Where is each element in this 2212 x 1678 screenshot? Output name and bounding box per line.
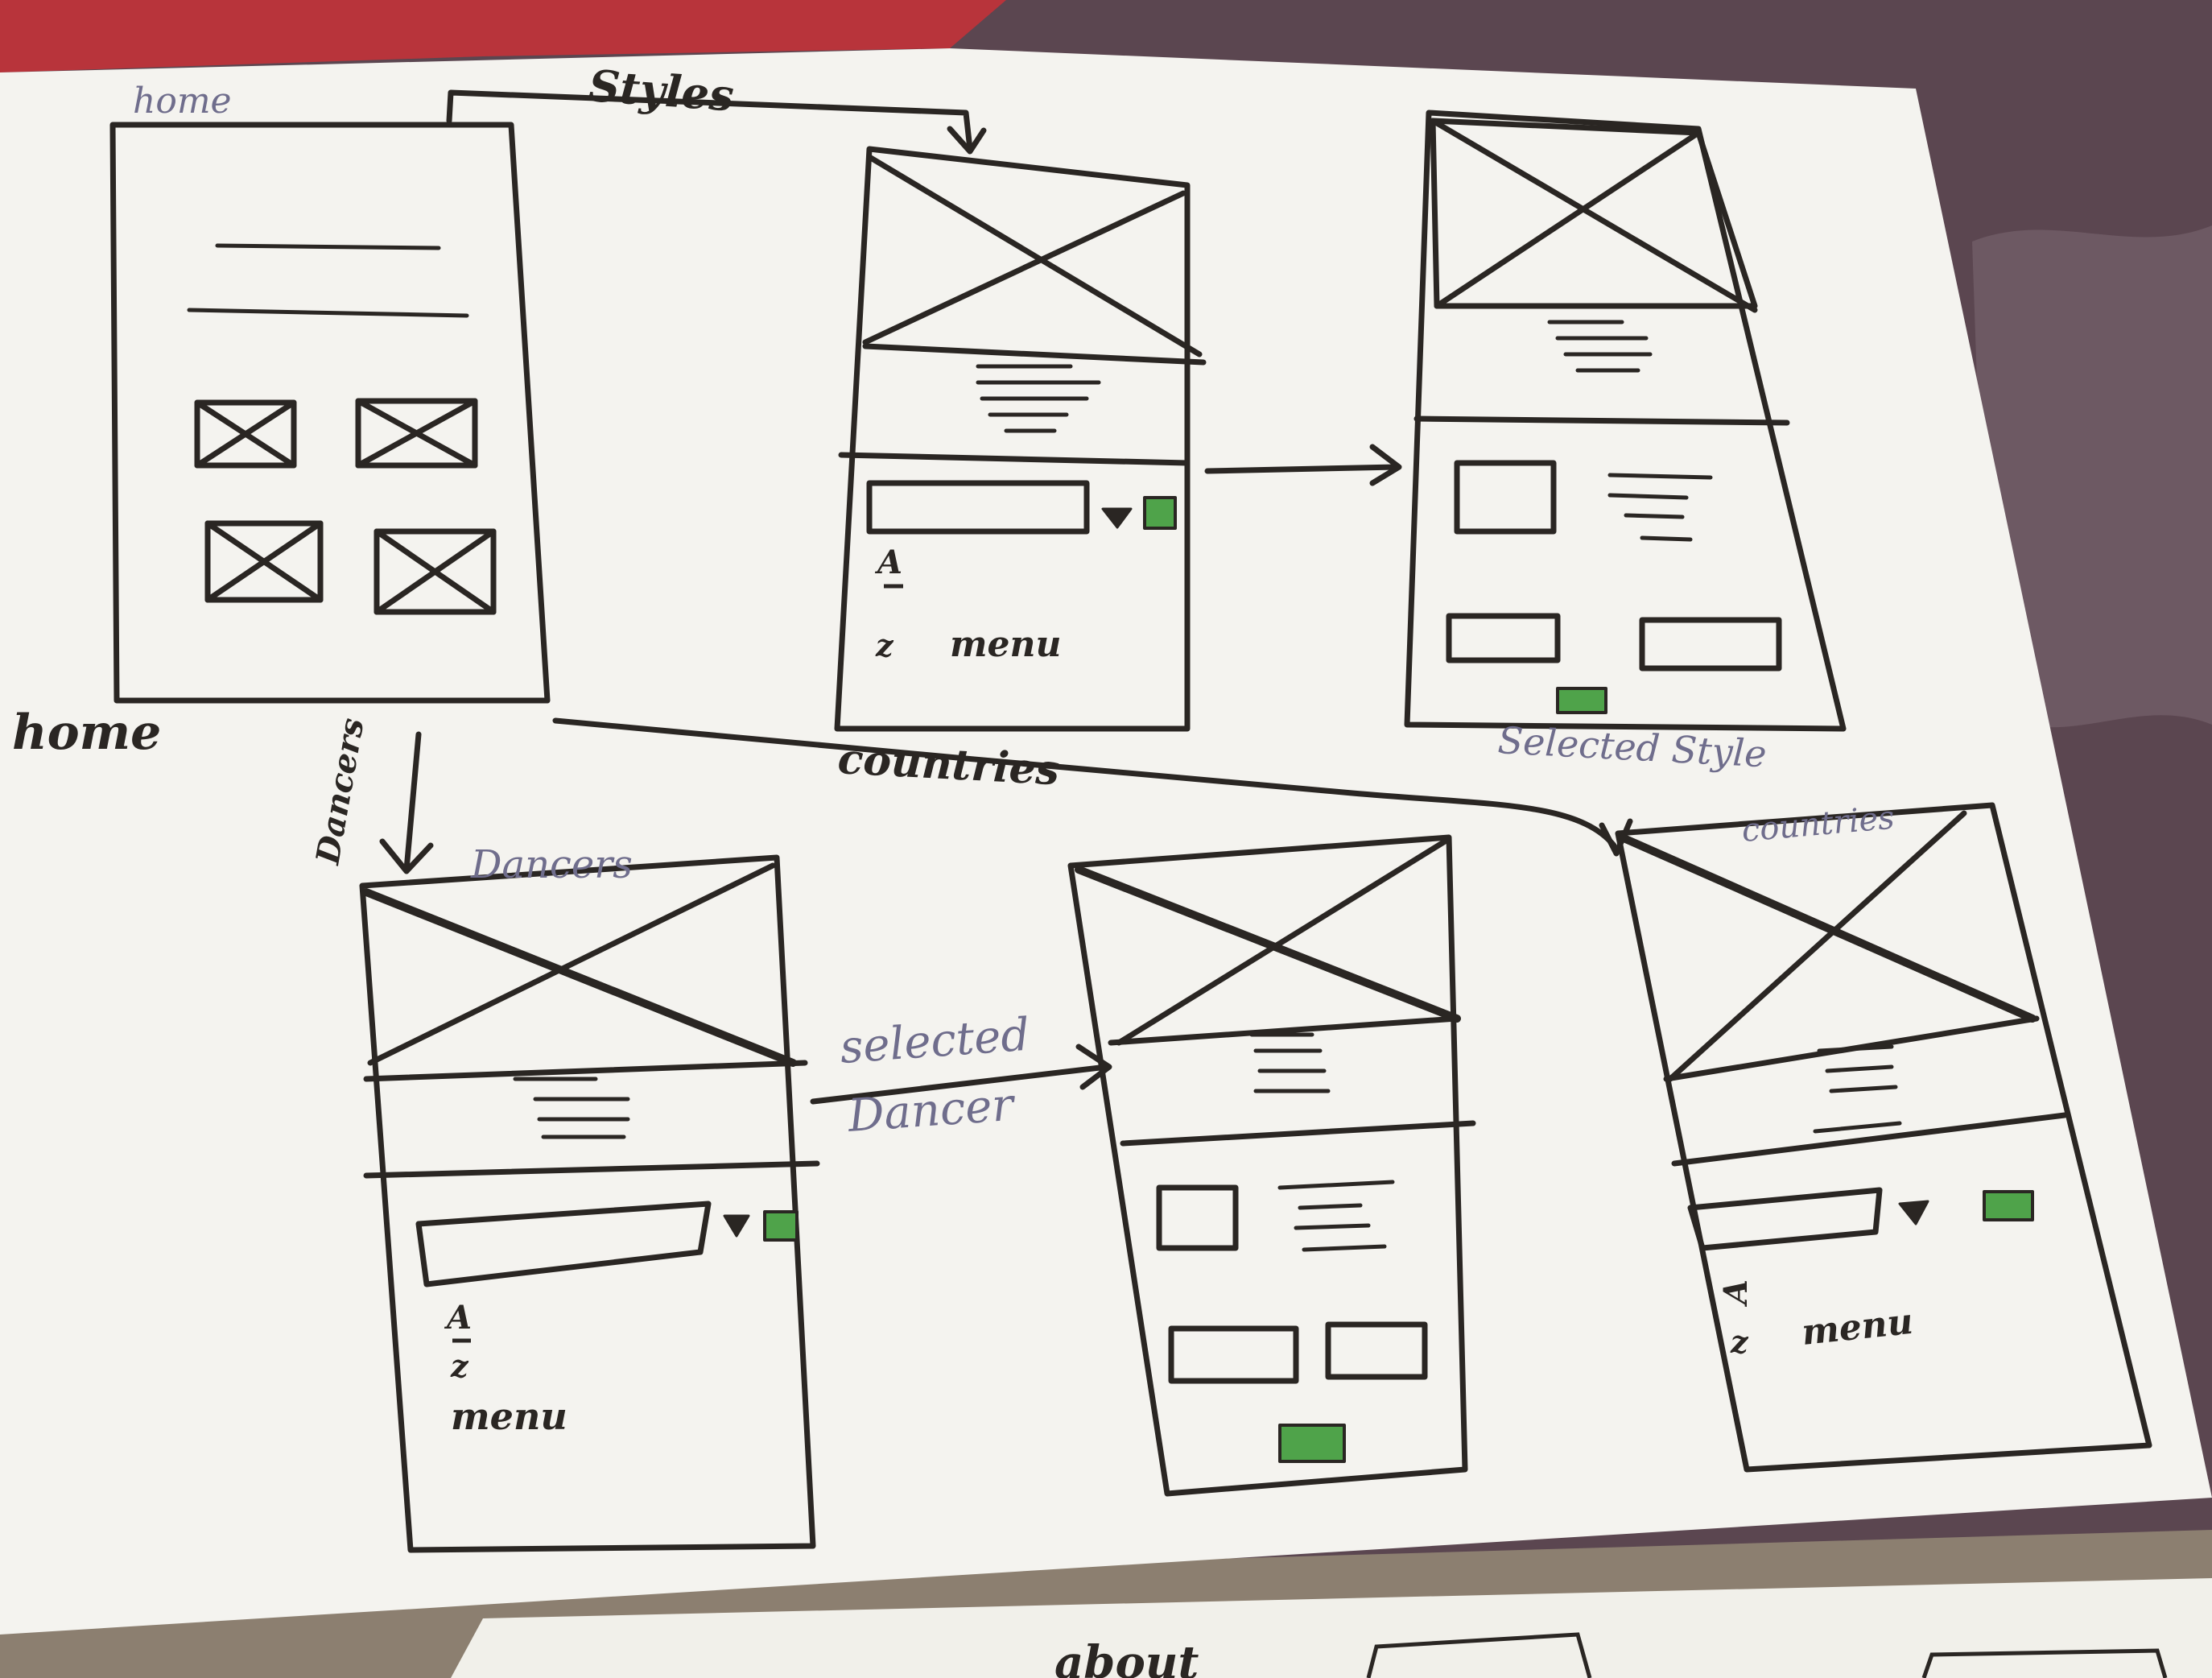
selected-dancer-hero-image bbox=[1075, 838, 1461, 1046]
dancers-hero-image bbox=[362, 862, 808, 1082]
selected-style-page-wireframe bbox=[1404, 110, 1847, 732]
home-thumbnail-2 bbox=[355, 398, 478, 469]
home-page-label: home bbox=[133, 81, 232, 122]
countries-arrow-label: countries bbox=[836, 734, 1060, 795]
styles-dropdown-arrow bbox=[1101, 507, 1133, 529]
countries-az-top: A bbox=[1717, 1279, 1755, 1308]
selected-style-flow-arrow bbox=[1204, 444, 1402, 486]
home-thumbnail-4 bbox=[373, 528, 497, 615]
dancers-dropdown-arrow bbox=[723, 1214, 750, 1238]
countries-go-button bbox=[1983, 1190, 2034, 1221]
countries-dropdown-arrow bbox=[1898, 1200, 1929, 1225]
red-cloth bbox=[0, 0, 1006, 72]
dancers-search-input bbox=[415, 1201, 712, 1287]
styles-arrow-label: Styles bbox=[587, 60, 736, 121]
home-thumbnail-3 bbox=[204, 520, 324, 603]
styles-az-bottom: z bbox=[875, 627, 894, 663]
selected-dancer-page-wireframe bbox=[1067, 834, 1476, 1497]
styles-hero-image bbox=[862, 154, 1207, 366]
countries-flow-arrow bbox=[552, 717, 1633, 857]
dancers-menu-label: menu bbox=[451, 1395, 567, 1438]
fabric-pattern bbox=[1972, 225, 2212, 728]
second-paper-wireframe bbox=[1366, 1632, 1592, 1678]
styles-go-button bbox=[1143, 496, 1177, 530]
selected-dancer-button bbox=[1278, 1424, 1346, 1463]
styles-az-top: A bbox=[874, 543, 902, 581]
dancers-page-wireframe bbox=[359, 854, 820, 1553]
countries-search-input bbox=[1687, 1187, 1883, 1251]
about-label: about bbox=[1054, 1636, 1199, 1678]
dancers-page-label: Dancers bbox=[470, 842, 633, 887]
selected-style-hero-image bbox=[1430, 118, 1758, 313]
home-page-wireframe bbox=[109, 122, 551, 704]
selected-style-button bbox=[1556, 687, 1607, 714]
countries-page-wireframe bbox=[1615, 802, 2152, 1473]
dancers-go-button bbox=[763, 1210, 799, 1242]
countries-az-bottom: z bbox=[1730, 1324, 1749, 1360]
paper-sheet bbox=[0, 48, 2212, 1635]
styles-page-wireframe bbox=[834, 146, 1207, 732]
home-thumbnail-1 bbox=[194, 399, 297, 469]
dancers-flow-arrow bbox=[379, 731, 434, 874]
styles-search-input bbox=[866, 480, 1090, 535]
dancers-az-bottom: z bbox=[450, 1348, 469, 1384]
dancers-az-top: A bbox=[444, 1299, 472, 1337]
styles-flow-arrow bbox=[446, 89, 987, 155]
selected-dancer-flow-arrow bbox=[810, 1044, 1112, 1105]
second-paper-wireframe-right bbox=[1921, 1648, 2168, 1678]
dancer-label: Dancer bbox=[845, 1079, 1017, 1143]
home-side-label: home bbox=[12, 705, 161, 761]
second-paper bbox=[451, 1578, 2212, 1678]
styles-menu-label: menu bbox=[950, 624, 1062, 665]
